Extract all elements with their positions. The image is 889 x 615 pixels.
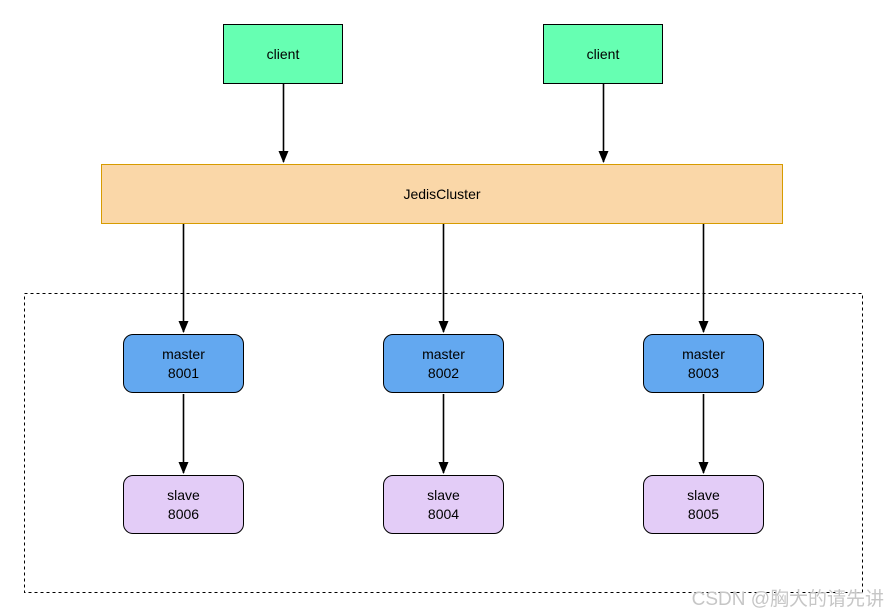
- master-node-8003: master 8003: [643, 334, 764, 393]
- slave-node-8004: slave 8004: [383, 475, 504, 534]
- client-node-label: client: [586, 45, 620, 62]
- slave-node-port: 8005: [687, 505, 720, 522]
- slave-node-port: 8006: [167, 505, 200, 522]
- master-node-8002: master 8002: [383, 334, 504, 393]
- master-node-label: master: [422, 345, 465, 362]
- master-node-label: master: [682, 345, 725, 362]
- master-node-port: 8002: [427, 364, 460, 381]
- slave-node-label: slave: [687, 486, 720, 503]
- client-node-1: client: [223, 24, 343, 84]
- cluster-boundary: [24, 293, 863, 593]
- slave-node-8006: slave 8006: [123, 475, 244, 534]
- master-node-8001: master 8001: [123, 334, 244, 393]
- jediscluster-bar: JedisCluster: [101, 164, 783, 224]
- client-node-label: client: [266, 45, 300, 62]
- slave-node-port: 8004: [427, 505, 460, 522]
- slave-node-label: slave: [167, 486, 200, 503]
- master-node-port: 8003: [687, 364, 720, 381]
- jediscluster-label: JedisCluster: [403, 185, 481, 202]
- master-node-port: 8001: [167, 364, 200, 381]
- master-node-label: master: [162, 345, 205, 362]
- slave-node-label: slave: [427, 486, 460, 503]
- csdn-watermark: CSDN @胸大的请先讲: [691, 589, 884, 610]
- slave-node-8005: slave 8005: [643, 475, 764, 534]
- client-node-2: client: [543, 24, 663, 84]
